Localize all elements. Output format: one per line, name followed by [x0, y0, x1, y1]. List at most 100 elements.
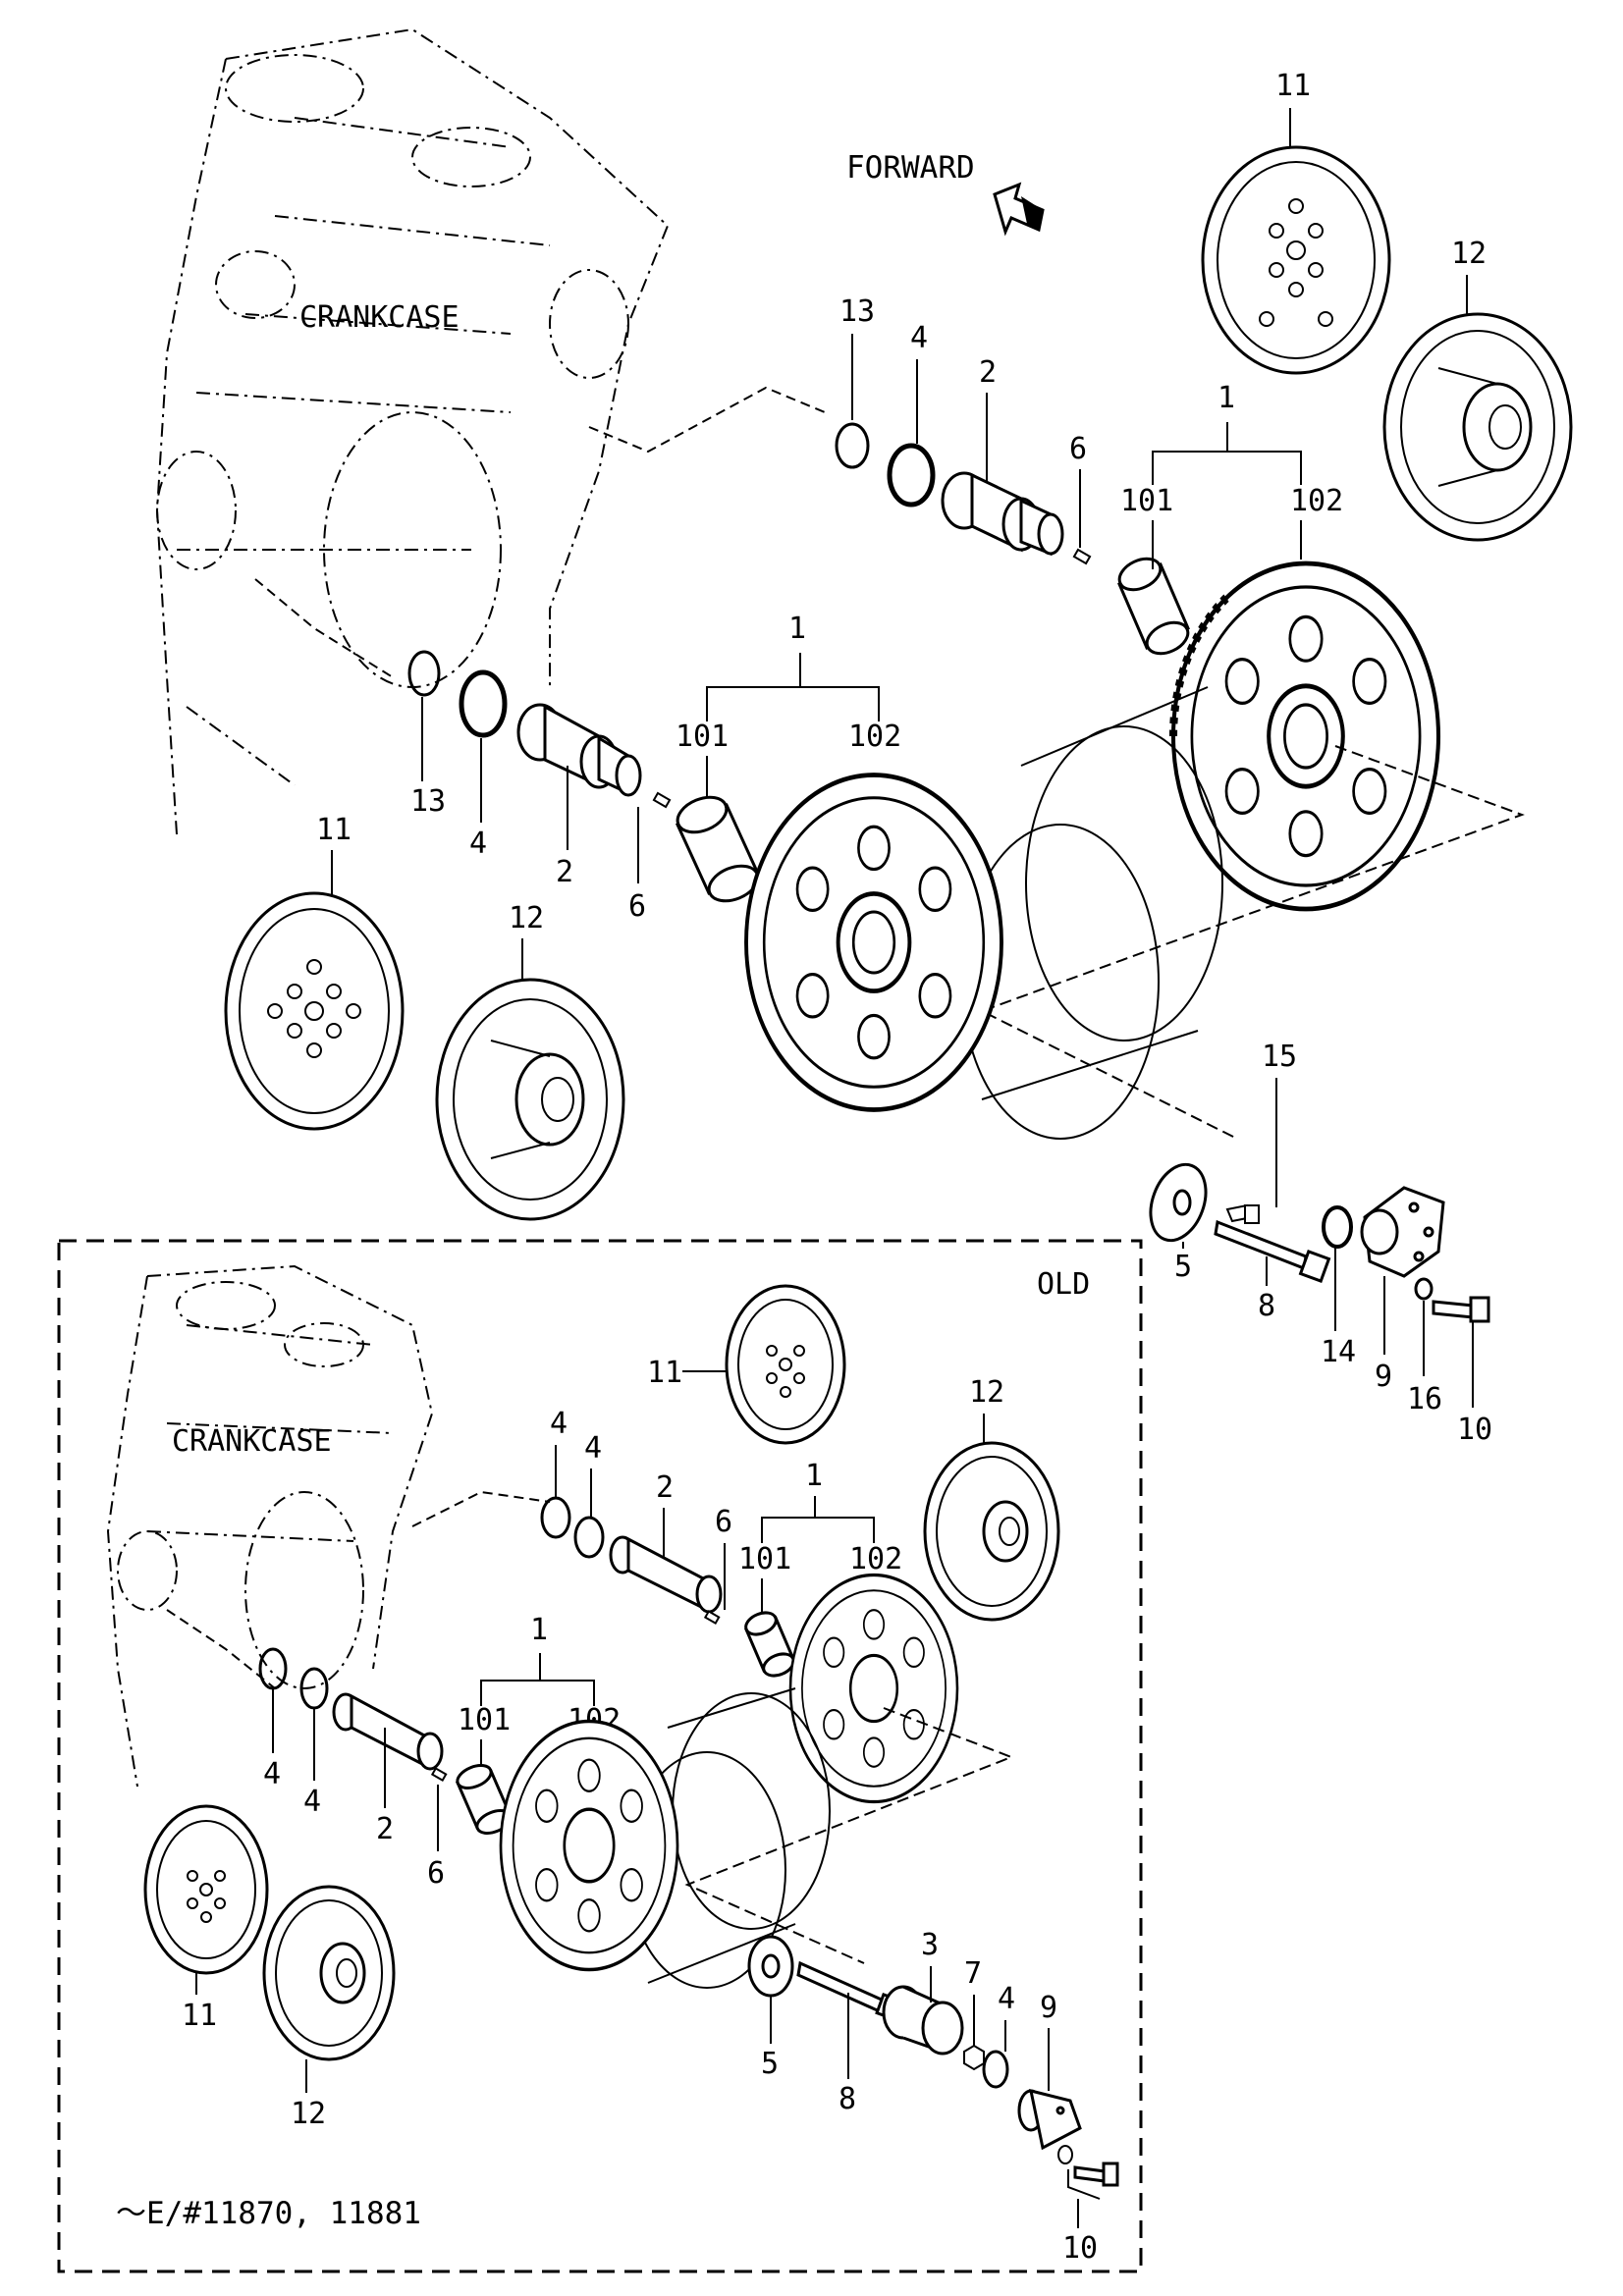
crankcase-outline-old: [106, 1264, 434, 1788]
callout-12b-old: 12: [291, 2097, 326, 2131]
callout-101-lower: 101: [676, 720, 729, 754]
gear-11b-old: [143, 1804, 269, 1975]
collar-3-old: [882, 1985, 964, 2056]
old-label: OLD: [1037, 1267, 1090, 1302]
o-ring-13-lower: [407, 650, 441, 697]
o-ring-4-lower: [459, 669, 508, 738]
callout-4d-old: 4: [303, 1785, 321, 1819]
crankcase-label-top: CRANKCASE: [299, 300, 460, 335]
callout-11a-old: 11: [647, 1356, 682, 1390]
gear-12b-old: [262, 1885, 396, 2061]
o-ring-14: [1322, 1205, 1353, 1249]
callout-4e-old: 4: [998, 1982, 1015, 2016]
gear-12a-old: [923, 1441, 1060, 1622]
callout-1-upper: 1: [1217, 381, 1235, 415]
forward-arrow-icon: [993, 182, 1045, 237]
bushing-101a-old: [744, 1611, 795, 1678]
callout-12-upper: 12: [1451, 237, 1487, 271]
shaft-2-upper: [941, 471, 1064, 557]
callout-13-lower: 13: [410, 784, 446, 819]
o-ring-4c-old: [258, 1647, 288, 1690]
callout-6-upper: 6: [1069, 432, 1087, 466]
callout-101a-old: 101: [738, 1542, 791, 1576]
gear-102a-old: [788, 1573, 959, 1804]
bolt-10: [1432, 1296, 1490, 1323]
callout-13-upper: 13: [839, 294, 875, 329]
callout-102a-old: 102: [849, 1542, 902, 1576]
callout-4-upper: 4: [910, 321, 928, 355]
gear-102-upper: [1168, 561, 1441, 912]
callout-3-old: 3: [921, 1928, 939, 1962]
pin-6b-old: [430, 1767, 448, 1782]
callout-12-lower: 12: [509, 901, 544, 935]
cover-9: [1360, 1186, 1445, 1278]
callout-6b-old: 6: [427, 1856, 445, 1891]
pin-6a-old: [703, 1610, 721, 1625]
bolt-10-old: [1073, 2162, 1119, 2187]
crankcase-label-old: CRANKCASE: [172, 1424, 332, 1459]
callout-2-lower: 2: [556, 855, 573, 889]
callout-11-upper: 11: [1275, 69, 1311, 103]
callout-5-old: 5: [761, 2047, 779, 2081]
callout-10-old: 10: [1062, 2231, 1098, 2266]
pin-6-upper: [1072, 548, 1092, 565]
callout-5: 5: [1174, 1250, 1192, 1284]
callout-102-upper: 102: [1290, 484, 1343, 518]
callout-14: 14: [1321, 1335, 1356, 1369]
callout-1a-old: 1: [805, 1459, 823, 1493]
shaft-2a-old: [609, 1535, 723, 1614]
washer-16: [1414, 1277, 1434, 1301]
callout-12a-old: 12: [969, 1375, 1004, 1410]
callout-11-lower: 11: [316, 813, 352, 847]
top-assembly: CRANKCASE FORWARD 13 4 2 6 1: [155, 27, 1573, 1447]
gear-12-lower: [435, 978, 625, 1221]
bushing-101-upper: [1117, 557, 1190, 656]
shaft-2-lower: [516, 703, 642, 797]
callout-1b-old: 1: [530, 1613, 548, 1647]
callout-9-old: 9: [1040, 1991, 1057, 2025]
callout-16: 16: [1407, 1382, 1442, 1416]
gear-11a-old: [725, 1284, 846, 1445]
callout-102-lower: 102: [848, 720, 901, 754]
serial-range-label: ～E/#11870, 11881: [116, 2196, 421, 2231]
o-ring-13-upper: [835, 422, 870, 469]
gear-11-upper: [1201, 145, 1391, 375]
old-frame: [57, 1239, 1143, 2273]
nut-7-old: [963, 2044, 985, 2071]
gear-12-upper: [1382, 312, 1573, 542]
cover-9-old: [1017, 2088, 1082, 2151]
callout-2-upper: 2: [979, 355, 997, 390]
callout-7-old: 7: [964, 1956, 982, 1991]
shaft-2b-old: [332, 1692, 444, 1771]
callout-8-old: 8: [839, 2082, 856, 2116]
callout-101b-old: 101: [458, 1703, 511, 1737]
o-ring-4-upper: [887, 443, 936, 507]
callout-2a-old: 2: [656, 1470, 674, 1505]
callout-6-lower: 6: [628, 889, 646, 924]
callout-4c-old: 4: [263, 1757, 281, 1791]
thrust-plate-5-old: [747, 1935, 794, 1998]
callout-8: 8: [1258, 1289, 1275, 1323]
callout-6a-old: 6: [715, 1505, 732, 1539]
callout-1-lower: 1: [788, 612, 806, 646]
gear-11-lower: [224, 891, 405, 1131]
callout-4b-old: 4: [584, 1431, 602, 1466]
callout-4a-old: 4: [550, 1407, 568, 1441]
callout-9: 9: [1375, 1360, 1392, 1394]
callout-4-lower: 4: [469, 827, 487, 861]
old-assembly: OLD CRANKCASE 4 4 2 6 1: [57, 1239, 1143, 2273]
crankcase-outline: [155, 27, 670, 835]
thrust-plate-5: [1149, 1162, 1208, 1243]
washer-old: [1057, 2145, 1073, 2164]
gear-102b-old: [499, 1719, 679, 1972]
o-ring-4e-old: [982, 2050, 1009, 2089]
callout-10: 10: [1457, 1413, 1492, 1447]
o-ring-4a-old: [540, 1496, 571, 1539]
callout-15: 15: [1262, 1040, 1297, 1074]
shaft-8: [1214, 1219, 1331, 1283]
o-ring-4b-old: [573, 1516, 605, 1559]
gear-102-lower: [744, 773, 1003, 1112]
pin-6-lower: [652, 791, 672, 809]
callout-2b-old: 2: [376, 1812, 394, 1846]
